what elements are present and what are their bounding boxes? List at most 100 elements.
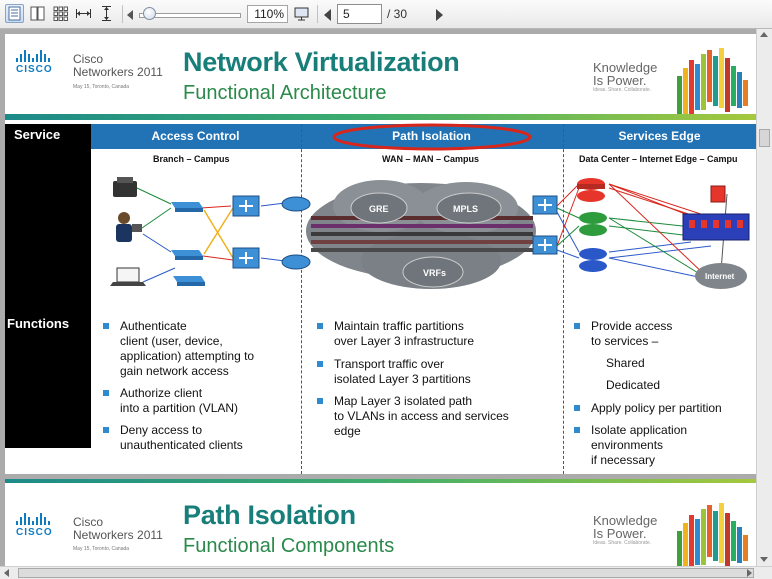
subheading-access: Branch – Campus: [153, 154, 230, 164]
canada-map-logo-icon: [677, 503, 748, 566]
zoom-level[interactable]: 110%: [247, 5, 288, 23]
knowledge-line-2: Is Power.: [593, 73, 647, 88]
cisco-logo-icon: [16, 48, 61, 62]
slide-page: CISCO Cisco Networkers 2011 May 15, Toro…: [5, 479, 756, 566]
service-router-green-icon: [579, 212, 607, 236]
knowledge-tagline: Ideas. Share. Collaborate.: [593, 540, 652, 546]
path-bullet-2: Transport traffic over isolated Layer 3 …: [317, 357, 471, 387]
path-bullet-1: Maintain traffic partitions over Layer 3…: [317, 319, 474, 349]
services-sub-dedicated: Dedicated: [606, 378, 661, 392]
knowledge-slogan: Knowledge Is Power. Ideas. Share. Collab…: [593, 61, 657, 93]
zoom-slider-track[interactable]: [139, 13, 241, 18]
column-divider: [563, 124, 564, 474]
cisco-wordmark: CISCO: [16, 527, 53, 538]
network-diagram: GRE MPLS VRFs Internet: [110, 177, 750, 289]
column-header-services-edge: Services Edge: [563, 124, 756, 149]
cloud-label-gre: GRE: [369, 204, 389, 214]
event-date: May 15, Toronto, Canada: [73, 546, 130, 552]
horizontal-scroll-thumb[interactable]: [18, 568, 754, 578]
zoom-slider-thumb[interactable]: [143, 7, 156, 20]
event-date: May 15, Toronto, Canada: [73, 84, 130, 90]
zoom-out-icon[interactable]: [127, 10, 133, 20]
path-bullet-3: Map Layer 3 isolated path to VLANs in ac…: [317, 394, 509, 439]
laptop-icon: [110, 267, 146, 286]
router-icon: [281, 254, 311, 270]
fit-width-icon[interactable]: [74, 4, 93, 23]
header-divider: [5, 479, 756, 483]
service-label: Service: [14, 127, 61, 142]
services-bullet-1: Provide access to services –: [574, 319, 672, 349]
column-divider: [301, 124, 302, 474]
scroll-left-arrow-icon[interactable]: [4, 569, 9, 577]
knowledge-line-1: Knowledge: [593, 60, 658, 75]
distribution-switch-icon: [232, 195, 260, 217]
page-number-input[interactable]: 5: [337, 4, 382, 24]
firewall-icon: [710, 185, 726, 203]
access-switch-icon: [171, 250, 203, 260]
event-line-1: Cisco: [73, 52, 104, 66]
ip-phone-icon: [113, 177, 137, 197]
knowledge-line-2: Is Power.: [593, 526, 647, 541]
services-bullet-3: Isolate application environments if nece…: [574, 423, 687, 468]
slide-page: CISCO Cisco Networkers 2011 May 15, Toro…: [5, 34, 756, 474]
thumbnail-grid-icon[interactable]: [51, 4, 70, 23]
continuous-view-icon[interactable]: [28, 4, 47, 23]
fit-height-icon[interactable]: [97, 4, 116, 23]
slide-title: Path Isolation: [183, 500, 356, 530]
slide-subtitle: Functional Architecture: [183, 82, 387, 104]
event-name: Cisco Networkers 2011: [73, 516, 163, 542]
access-bullet-3: Deny access to unauthenticated clients: [103, 423, 243, 453]
slide-subtitle: Functional Components: [183, 535, 395, 557]
slide-title: Network Virtualization: [183, 47, 460, 77]
internet-label: Internet: [705, 272, 735, 281]
cisco-wordmark: CISCO: [16, 64, 53, 75]
access-bullet-1: Authenticate client (user, device, appli…: [103, 319, 254, 379]
presentation-icon[interactable]: [292, 4, 311, 23]
server-farm-icon: [682, 213, 750, 241]
previous-page-icon[interactable]: [324, 9, 331, 21]
next-page-icon[interactable]: [436, 9, 443, 21]
knowledge-line-1: Knowledge: [593, 513, 658, 528]
scroll-up-arrow-icon[interactable]: [760, 32, 768, 37]
toolbar-separator: [122, 5, 123, 23]
internet-cloud-icon: Internet: [695, 263, 747, 289]
toolbar-separator: [317, 5, 318, 23]
services-sub-shared: Shared: [606, 356, 645, 370]
scroll-down-arrow-icon[interactable]: [760, 557, 768, 562]
access-switch-icon: [171, 202, 203, 212]
vertical-scrollbar[interactable]: [756, 29, 772, 566]
knowledge-slogan: Knowledge Is Power. Ideas. Share. Collab…: [593, 514, 657, 546]
functions-label: Functions: [7, 316, 70, 331]
scroll-right-arrow-icon[interactable]: [747, 569, 752, 577]
horizontal-scrollbar[interactable]: [0, 566, 772, 579]
service-router-red-icon: [577, 190, 605, 202]
column-header-access-control: Access Control: [91, 124, 300, 149]
event-line-1: Cisco: [73, 515, 104, 529]
cloud-label-mpls: MPLS: [453, 204, 478, 214]
document-viewer[interactable]: CISCO Cisco Networkers 2011 May 15, Toro…: [0, 29, 756, 566]
single-page-view-icon[interactable]: [5, 4, 24, 23]
event-line-2: Networkers 2011: [73, 528, 163, 542]
access-bullet-2: Authorize client into a partition (VLAN): [103, 386, 238, 416]
service-router-red-icon: [577, 178, 605, 190]
edge-switch-icon: [532, 235, 558, 255]
subheading-services: Data Center – Internet Edge – Campu: [579, 154, 738, 164]
vertical-scroll-thumb[interactable]: [759, 129, 770, 147]
distribution-switch-icon: [232, 247, 260, 269]
page-total: / 30: [387, 7, 408, 21]
highlight-ellipse: [332, 123, 532, 151]
event-name: Cisco Networkers 2011: [73, 53, 163, 79]
services-bullet-2: Apply policy per partition: [574, 401, 722, 416]
header-divider: [5, 114, 756, 120]
event-line-2: Networkers 2011: [73, 65, 163, 79]
access-switch-icon: [173, 276, 205, 286]
knowledge-tagline: Ideas. Share. Collaborate.: [593, 87, 652, 93]
canada-map-logo-icon: [677, 48, 748, 116]
left-label-column: Service Functions: [5, 124, 91, 448]
wan-cloud: GRE MPLS VRFs: [306, 180, 536, 289]
service-router-blue-icon: [579, 248, 607, 272]
cisco-logo-icon: [16, 511, 61, 525]
column-header-path-isolation: Path Isolation: [300, 124, 563, 149]
user-icon: [116, 212, 142, 242]
edge-switch-icon: [532, 195, 558, 215]
